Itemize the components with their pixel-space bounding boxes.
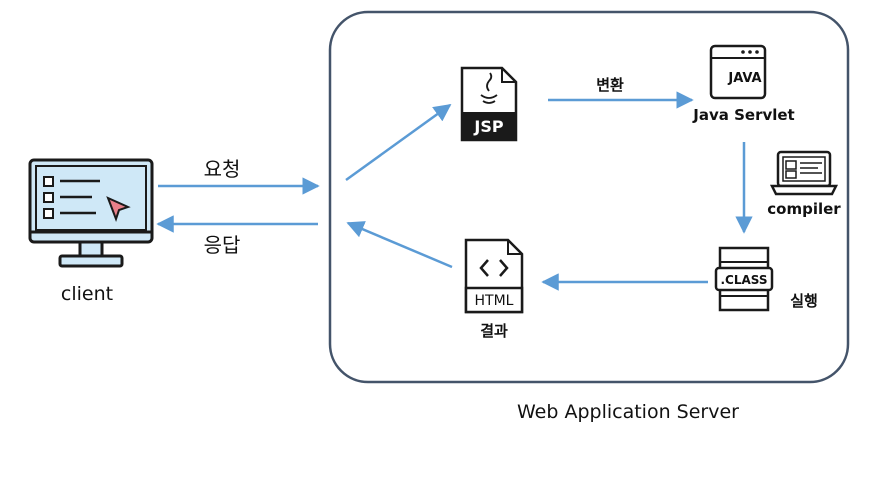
client-label: client	[61, 283, 113, 305]
class-file-icon[interactable]	[714, 246, 774, 312]
result-label: 결과	[480, 322, 508, 340]
to-jsp-arrow	[345, 103, 452, 182]
jsp-file-icon[interactable]	[460, 66, 518, 142]
response-label: 응답	[204, 233, 241, 257]
compiler-laptop-icon	[769, 150, 839, 196]
compiler-label: compiler	[767, 200, 841, 218]
java-servlet-label: Java Servlet	[692, 106, 794, 124]
convert-label: 변환	[596, 76, 624, 94]
request-label: 요청	[204, 157, 241, 181]
from-result-arrow	[346, 221, 453, 269]
class-badge: .CLASS	[720, 273, 767, 287]
server-label: Web Application Server	[517, 401, 739, 423]
execute-label: 실행	[790, 292, 818, 310]
client-monitor-icon[interactable]	[28, 158, 154, 268]
server-frame	[328, 10, 850, 384]
jsp-badge: JSP	[473, 117, 503, 136]
java-badge: JAVA	[727, 71, 761, 86]
java-servlet-window-icon[interactable]	[709, 44, 767, 100]
html-file-icon[interactable]	[464, 238, 524, 314]
html-badge: HTML	[475, 293, 514, 309]
